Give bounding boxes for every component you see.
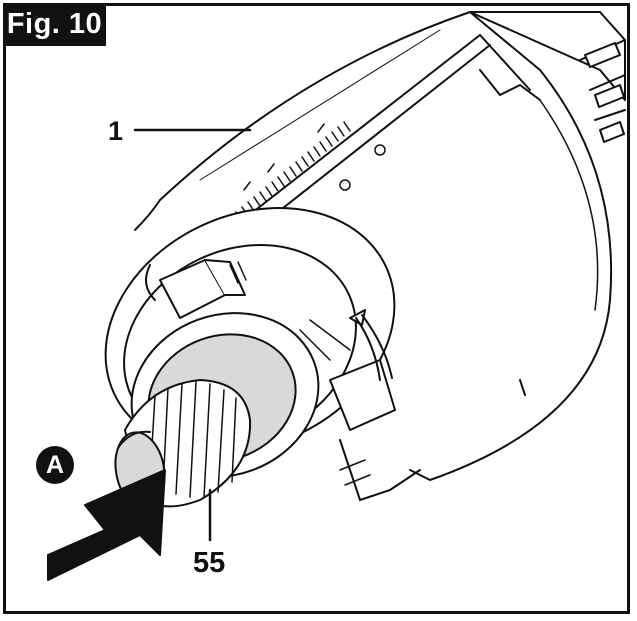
figure-label: Fig. 10 [3,3,106,46]
locking-latch [145,259,247,319]
depth-scale [229,121,386,258]
rear-housing [469,11,626,143]
action-badge-a: A [36,446,74,484]
callout-part-1: 1 [108,116,124,146]
tool-body [134,11,613,481]
direction-arrow-icon [349,309,393,381]
callout-part-55: 55 [193,547,226,579]
push-arrow-icon [47,469,166,581]
